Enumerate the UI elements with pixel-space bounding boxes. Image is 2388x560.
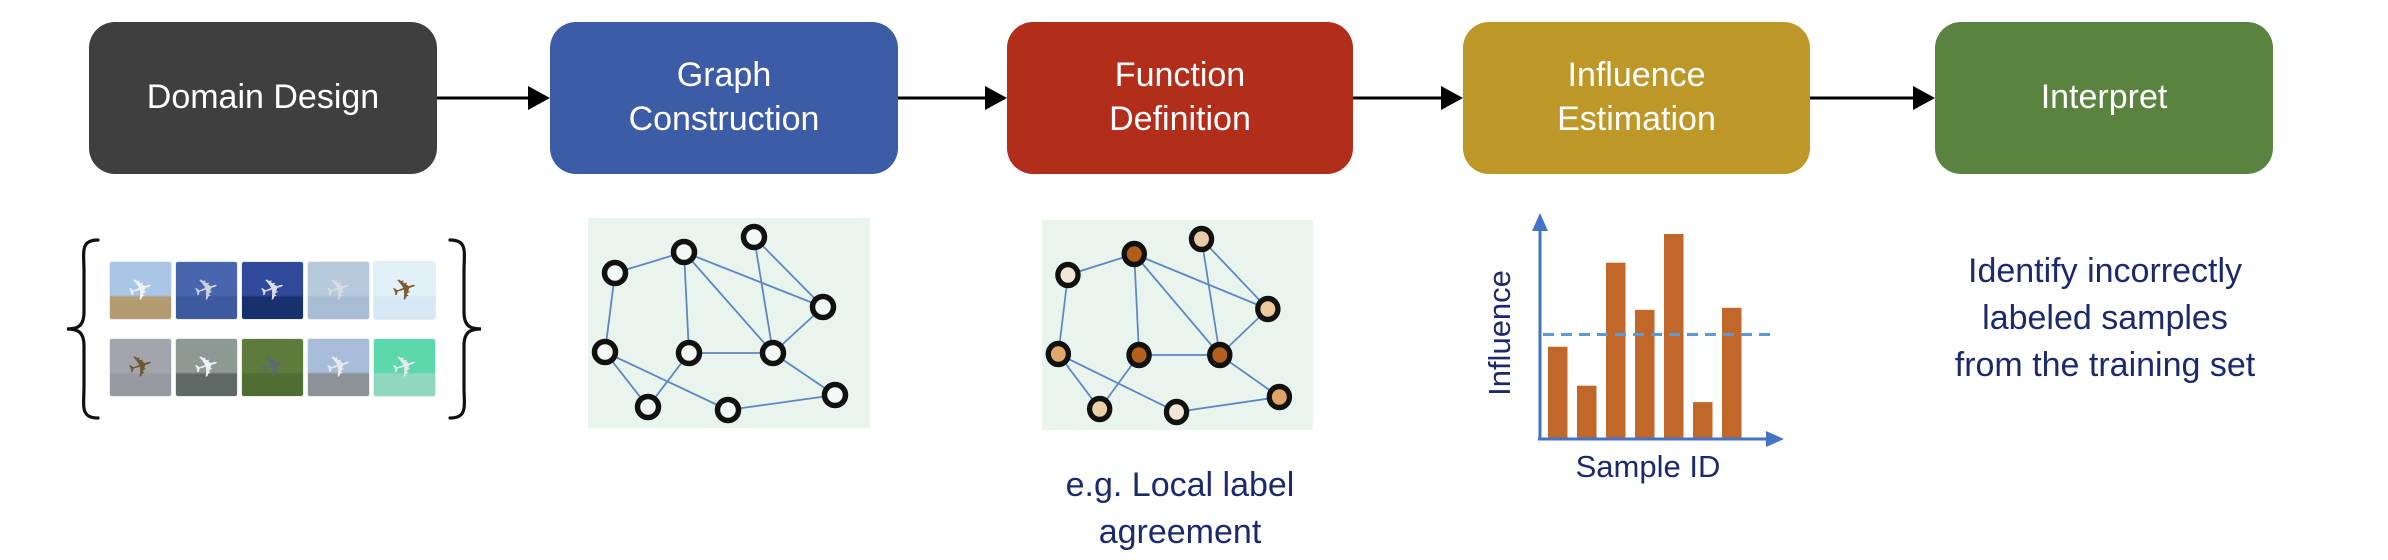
airplane-icon: ✈ (189, 346, 224, 387)
graph-node (1045, 340, 1072, 368)
step-label-line: Graph (676, 56, 772, 95)
dataset-thumbnail: ✈ (374, 339, 435, 396)
influence-bar (1635, 309, 1655, 439)
graph-node (759, 339, 787, 367)
dataset-grid-row: ✈ ✈ ✈ ✈ ✈ (110, 262, 440, 319)
step-label-line: Construction (628, 100, 820, 138)
dataset-image-grid: ✈ ✈ ✈ ✈ ✈ ✈ ✈ ✈ ✈ ✈ (110, 262, 440, 396)
step-label-line: Definition (1109, 100, 1251, 138)
pipeline-step-graph-construction: Graph Construction (550, 22, 898, 174)
graph-node (1121, 240, 1147, 268)
graph-node (601, 259, 629, 287)
graph-node (1188, 225, 1215, 253)
graph-node (714, 396, 742, 424)
influence-bar (1664, 234, 1684, 439)
chart-x-axis-arrow-icon (1766, 431, 1784, 447)
graph-node (1086, 395, 1113, 423)
airplane-icon: ✈ (123, 269, 158, 310)
graph-node (675, 339, 703, 367)
step-label-line: Function (1114, 56, 1246, 95)
influence-bar (1722, 307, 1742, 439)
airplane-icon: ✈ (189, 269, 224, 310)
step-label-line: Estimation (1557, 100, 1716, 138)
caption-line: labeled samples (1982, 298, 2228, 337)
dataset-thumbnail: ✈ (374, 262, 435, 319)
caption-line: e.g. Local label (1065, 466, 1295, 504)
caption-line: Identify incorrectly (1968, 252, 2242, 290)
airplane-icon: ✈ (387, 269, 422, 310)
dataset-thumbnail: ✈ (308, 339, 369, 396)
graph-node (1163, 398, 1190, 426)
interpret-caption: Identify incorrectly labeled samples fro… (1905, 248, 2305, 389)
chart-xlabel: Sample ID (1576, 449, 1721, 484)
influence-bar (1693, 402, 1713, 439)
pipeline-step-influence-estimation: Influence Estimation (1463, 22, 1810, 174)
dataset-thumbnail: ✈ (176, 339, 237, 396)
airplane-icon: ✈ (387, 346, 422, 387)
graph-node (740, 223, 768, 251)
graph-panel-construction (588, 218, 870, 428)
flow-arrow-1 (437, 86, 550, 110)
pipeline-step-domain-design: Domain Design (89, 22, 437, 174)
airplane-icon: ✈ (255, 346, 290, 387)
flow-arrow-3 (1353, 86, 1463, 110)
pipeline-step-function-definition: Function Definition (1007, 22, 1353, 174)
graph-node (591, 338, 619, 366)
step-label-line: Interpret (2040, 78, 2168, 117)
graph-node (809, 293, 837, 321)
airplane-icon: ✈ (321, 269, 356, 310)
graph-node (1255, 295, 1281, 323)
graph-node (670, 238, 698, 266)
chart-bars (1548, 234, 1742, 439)
graph-node (821, 381, 849, 409)
step-label-line: Domain Design (146, 78, 380, 117)
chart-y-axis-arrow-icon (1532, 213, 1548, 231)
caption-line: from the training set (1954, 345, 2256, 384)
dataset-brace-left-icon (66, 238, 100, 420)
function-example-caption: e.g. Local label agreement (1007, 462, 1353, 556)
flow-arrow-2 (898, 86, 1007, 110)
influence-bar-chart: Influence Sample ID (1482, 213, 1784, 484)
graph-node (634, 393, 662, 421)
dataset-brace-right-icon (448, 238, 482, 420)
influence-bar (1548, 346, 1568, 439)
dataset-thumbnail: ✈ (110, 262, 171, 319)
graph-panel-function (1042, 220, 1313, 430)
graph-node (1207, 341, 1233, 369)
caption-line: agreement (1098, 512, 1262, 551)
graph-node (1055, 261, 1081, 289)
airplane-icon: ✈ (123, 346, 158, 387)
airplane-icon: ✈ (255, 269, 290, 310)
dataset-thumbnail: ✈ (308, 262, 369, 319)
dataset-thumbnail: ✈ (176, 262, 237, 319)
dataset-grid-row: ✈ ✈ ✈ ✈ ✈ (110, 339, 440, 396)
chart-ylabel: Influence (1482, 270, 1517, 396)
graph-node (1266, 383, 1293, 411)
pipeline-step-interpret: Interpret (1935, 22, 2273, 174)
influence-bar (1606, 262, 1626, 439)
graph-node (1126, 341, 1152, 369)
dataset-thumbnail: ✈ (110, 339, 171, 396)
dataset-thumbnail: ✈ (242, 262, 303, 319)
influence-bar (1577, 385, 1597, 439)
airplane-icon: ✈ (321, 346, 356, 387)
flow-arrow-4 (1810, 86, 1935, 110)
step-label-line: Influence (1567, 56, 1706, 95)
dataset-thumbnail: ✈ (242, 339, 303, 396)
